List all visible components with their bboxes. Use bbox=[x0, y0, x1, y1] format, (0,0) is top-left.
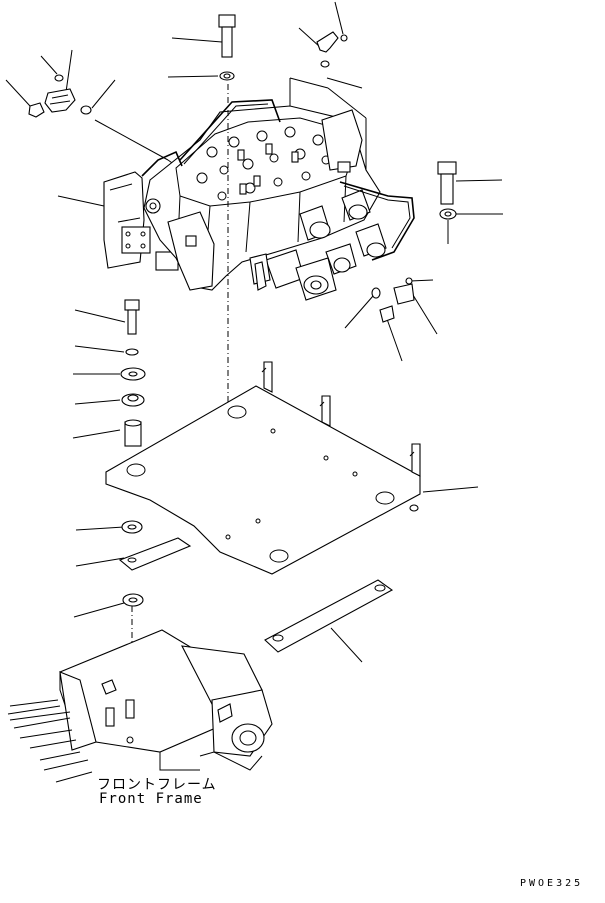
mounting-plate bbox=[105, 361, 421, 575]
elbow-fitting bbox=[316, 31, 348, 68]
leader-lines bbox=[5, 1, 503, 663]
front-frame bbox=[7, 629, 273, 783]
control-valve bbox=[103, 99, 415, 301]
mounting-bolt-top bbox=[218, 14, 236, 81]
lower-shims bbox=[118, 520, 192, 607]
long-shim bbox=[264, 579, 394, 653]
front-frame-label-jp: フロントフレーム bbox=[97, 777, 217, 793]
front-frame-label-en: Front Frame bbox=[99, 791, 203, 807]
right-mounting-bolt bbox=[437, 161, 457, 220]
drawing-code: PWOE325 bbox=[520, 878, 584, 889]
left-fastener-stack bbox=[120, 299, 146, 447]
small-fitting-right bbox=[371, 277, 415, 323]
